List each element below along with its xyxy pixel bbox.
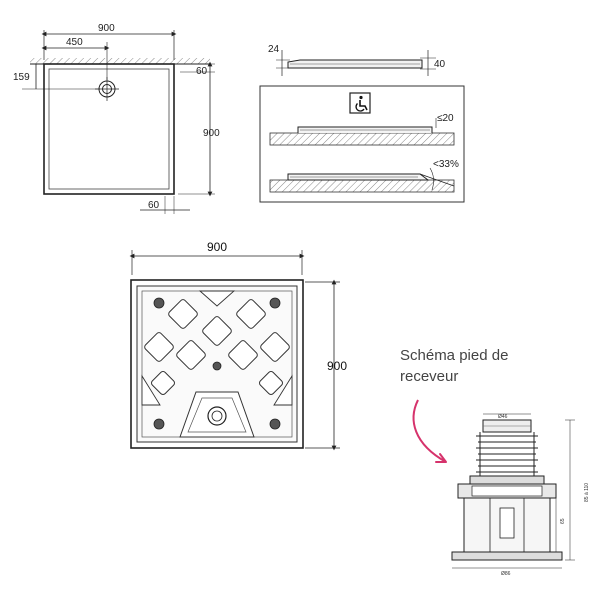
dim-drain-offset: 159 (13, 72, 30, 83)
dim-thickness-left: 24 (268, 44, 280, 55)
profile-view: 24 40 (268, 44, 446, 76)
dim-bottom-right: 60 (148, 200, 160, 211)
foot-pad (269, 297, 281, 309)
top-plan-view: 900 450 159 60 900 60 (13, 23, 220, 214)
foot-pad (153, 418, 165, 430)
wheelchair-icon (349, 92, 371, 114)
foot-caption-line2: receveur (400, 368, 459, 385)
flush-label: ≤20 (437, 113, 454, 124)
foot-caption: Schéma pied de receveur (400, 345, 550, 387)
slope-label: <33% (433, 159, 459, 170)
dim-right-top: 60 (196, 66, 208, 77)
foot-schematic: Ø46 Ø86 65 85 à 110 (451, 413, 590, 577)
foot-pad (153, 297, 165, 309)
underside-view: 900 900 (129, 240, 347, 451)
drain-icon (207, 406, 227, 426)
dim-width-total: 900 (98, 23, 115, 34)
foot-pad (269, 418, 281, 430)
dim-thickness-right: 40 (434, 59, 446, 70)
bottom-diameter: Ø86 (501, 571, 511, 577)
pointer-arrow-icon (412, 399, 447, 463)
dim-width-half: 450 (66, 37, 83, 48)
top-diameter: Ø46 (498, 414, 508, 420)
inner-height: 65 (560, 518, 566, 524)
installation-box: ≤20 <33% (259, 85, 465, 203)
foot-caption-line1: Schéma pied de (400, 347, 509, 364)
underside-height: 900 (327, 359, 347, 373)
underside-width: 900 (207, 240, 227, 254)
dim-height: 900 (203, 128, 220, 139)
foot-pad (212, 361, 222, 371)
height-range: 85 à 110 (584, 483, 590, 502)
